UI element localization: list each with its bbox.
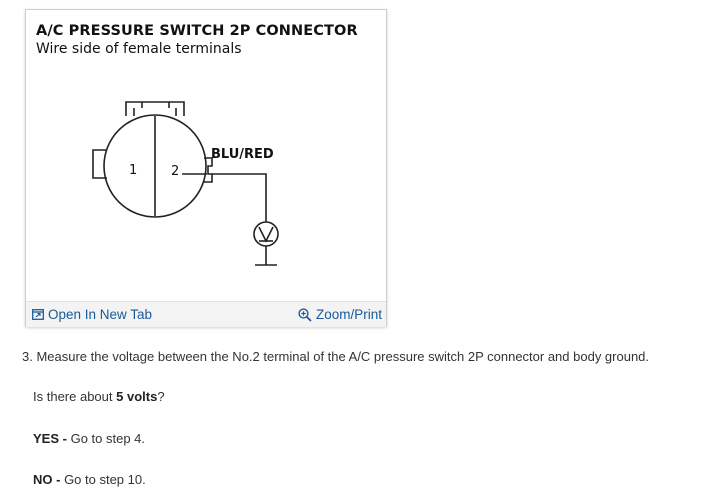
wire-blu-red <box>182 173 267 222</box>
figure-toolbar: Open In New Tab Zoom/Print <box>26 301 386 327</box>
terminal-1-label: 1 <box>129 163 137 178</box>
connector-body <box>103 114 207 218</box>
step-instruction: 3. Measure the voltage between the No.2 … <box>22 349 650 364</box>
no-answer: NO - Go to step 10. <box>33 472 146 487</box>
figure-card: A/C PRESSURE SWITCH 2P CONNECTOR Wire si… <box>25 9 387 327</box>
open-new-tab-label[interactable]: Open In New Tab <box>48 307 153 322</box>
yes-label: YES - <box>33 431 71 446</box>
yes-answer: YES - Go to step 4. <box>33 431 145 446</box>
no-text: Go to step 10. <box>64 472 146 487</box>
open-new-tab-link[interactable]: Open In New Tab <box>32 307 152 322</box>
voltmeter-symbol <box>258 226 274 243</box>
zoom-print-label[interactable]: Zoom/Print <box>315 307 382 322</box>
figure-title: A/C PRESSURE SWITCH 2P CONNECTOR <box>36 23 358 39</box>
connector-tab-slots <box>133 102 177 116</box>
question-bold: 5 volts <box>116 389 158 404</box>
connector-left-latch <box>92 149 107 179</box>
zoom-in-icon <box>298 307 312 322</box>
connector-right-latch <box>204 157 213 183</box>
open-new-tab-icon <box>32 309 44 320</box>
connector-diagram: 1 2 BLU/RED <box>92 101 279 266</box>
figure-subtitle: Wire side of female terminals <box>36 41 242 57</box>
wire-label: BLU/RED <box>211 147 274 162</box>
connector-tab <box>125 101 185 116</box>
connector-diagram-image[interactable]: A/C PRESSURE SWITCH 2P CONNECTOR Wire si… <box>26 10 386 301</box>
terminal-2-label: 2 <box>171 164 179 179</box>
question-suffix: ? <box>157 389 165 404</box>
yes-text: Go to step 4. <box>70 431 146 446</box>
question-prefix: Is there about <box>33 389 117 404</box>
no-label: NO - <box>33 472 65 487</box>
zoom-print-link[interactable]: Zoom/Print <box>298 307 382 322</box>
question-text: Is there about 5 volts? <box>33 389 165 404</box>
